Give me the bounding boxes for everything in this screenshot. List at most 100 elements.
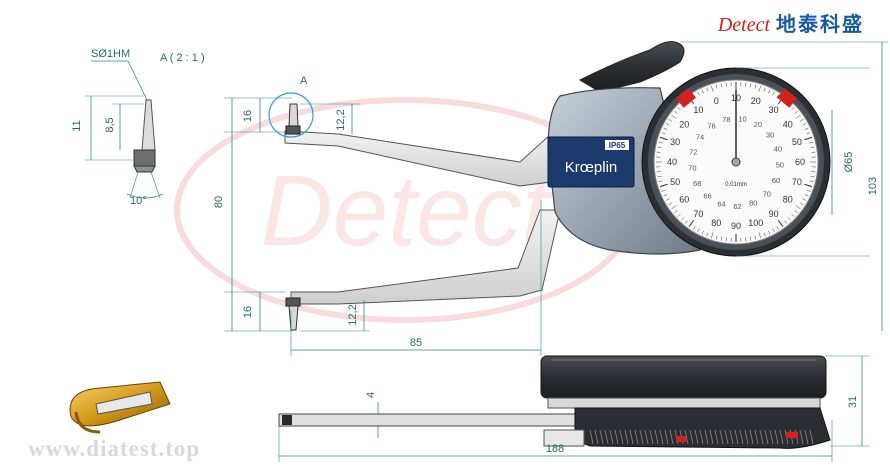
dial-tick bbox=[684, 220, 688, 224]
dial-tick bbox=[787, 217, 791, 221]
dial-inner-label: 76 bbox=[707, 121, 715, 130]
knurl-line bbox=[694, 429, 699, 445]
dial-outer-label: 80 bbox=[711, 218, 721, 228]
body-thickness-dim: 31 bbox=[847, 396, 859, 408]
dial-outer-label: 30 bbox=[670, 137, 680, 147]
dial-tick bbox=[659, 183, 668, 188]
lower-contact-tip bbox=[288, 305, 299, 331]
dial-outer-label: 60 bbox=[679, 195, 689, 205]
knurl-line bbox=[724, 429, 729, 445]
dial-inner-label: 40 bbox=[774, 144, 782, 153]
upper-jaw-reach-dim: 12,2 bbox=[335, 109, 347, 130]
dial-outer-label: 60 bbox=[795, 157, 805, 167]
dial-tick bbox=[711, 85, 714, 92]
knurl-line bbox=[614, 429, 619, 445]
dial-tick bbox=[772, 91, 775, 96]
dial-tick bbox=[658, 180, 663, 183]
dial-tick bbox=[800, 202, 804, 206]
dial-outer-label: 70 bbox=[792, 177, 802, 187]
dial-tick bbox=[720, 236, 723, 241]
contact-insert-thumbnail bbox=[69, 381, 171, 434]
dial-tick bbox=[800, 118, 804, 122]
knurl-line bbox=[684, 429, 689, 445]
dial-unit: 0.01mm bbox=[725, 182, 747, 188]
dial-tick bbox=[795, 205, 801, 210]
dial-tick bbox=[745, 82, 747, 87]
tip-taper-dim: 8,5 bbox=[104, 117, 116, 132]
detail-marker: A bbox=[300, 75, 308, 87]
front-dimensions: 16 12,2 80 16 12,2 85 Ø6 bbox=[213, 41, 888, 356]
knurl-line bbox=[729, 429, 734, 445]
knurl-line bbox=[599, 429, 604, 445]
dial-tick bbox=[657, 146, 662, 149]
knurl-line bbox=[704, 429, 709, 445]
knurl-line bbox=[764, 429, 769, 445]
knurl-line bbox=[594, 429, 599, 445]
knurl-line bbox=[649, 429, 654, 445]
tip-angle-dim: 10° bbox=[130, 195, 147, 207]
dial-tick bbox=[811, 151, 816, 153]
lower-jaw-height-dim: 16 bbox=[242, 306, 254, 318]
knurl-line bbox=[799, 429, 804, 445]
dial-inner-label: 30 bbox=[766, 130, 774, 139]
dial-tick bbox=[791, 107, 795, 111]
dial-tick bbox=[697, 91, 700, 96]
knurl-line bbox=[714, 429, 719, 445]
knurl-line bbox=[734, 429, 739, 445]
dial-tick bbox=[745, 237, 747, 242]
dial-tick bbox=[784, 220, 788, 224]
dial-outer-label: 20 bbox=[679, 119, 689, 129]
dial-tick bbox=[772, 228, 775, 233]
tip-detail: SØ1HM A ( 2 : 1 ) 11 8,5 10° bbox=[71, 48, 205, 207]
side-arm bbox=[278, 413, 580, 427]
thickness-dim: 4 bbox=[365, 392, 377, 398]
dial-tick bbox=[701, 89, 704, 94]
dial-inner-label: 20 bbox=[754, 120, 762, 129]
depth-dim: 85 bbox=[410, 337, 422, 349]
dial-tick bbox=[711, 232, 714, 239]
knurl-line bbox=[749, 429, 754, 445]
dial-tick bbox=[802, 198, 807, 201]
dial-tick bbox=[776, 94, 780, 98]
knurl-line bbox=[609, 429, 614, 445]
dial-outer-label: 20 bbox=[751, 96, 761, 106]
dial-tick bbox=[657, 175, 662, 178]
measuring-range-dim: 80 bbox=[213, 196, 225, 208]
dial-outer-label: 10 bbox=[693, 105, 703, 115]
dial-inner-label: 70 bbox=[763, 189, 771, 198]
dial-tick bbox=[754, 84, 757, 89]
dial-outer-label: 90 bbox=[731, 221, 741, 231]
dial-ticks bbox=[656, 82, 816, 242]
dial-tick bbox=[804, 127, 809, 130]
brand-chinese: 地泰科盛 bbox=[776, 14, 864, 36]
knurl-line bbox=[699, 429, 704, 445]
dial-outer-label: 50 bbox=[792, 137, 802, 147]
dial-tick bbox=[656, 171, 661, 173]
dial-tick bbox=[794, 210, 798, 214]
dial-inner-label: 60 bbox=[772, 176, 780, 185]
dial-tick bbox=[809, 141, 814, 144]
dial-tick bbox=[674, 110, 678, 114]
knurl-line bbox=[804, 429, 809, 445]
knurl-line bbox=[709, 429, 714, 445]
probe-needle bbox=[141, 99, 156, 151]
dial-tick bbox=[681, 217, 685, 221]
dial-outer-label: 50 bbox=[670, 177, 680, 187]
scale-label: A ( 2 : 1 ) bbox=[160, 52, 205, 64]
dial-outer-label: 40 bbox=[667, 157, 677, 167]
dial-tick bbox=[811, 171, 816, 173]
probe-base bbox=[133, 149, 156, 167]
knurl-line bbox=[809, 429, 814, 445]
dial-tick bbox=[658, 141, 663, 144]
lower-jaw-reach-dim: 12,2 bbox=[347, 304, 359, 325]
dial-inner-label: 62 bbox=[733, 202, 741, 211]
dial-tick bbox=[663, 194, 668, 197]
dial-tick bbox=[674, 210, 678, 214]
dial-tick bbox=[804, 183, 813, 188]
dial-inner-label: 80 bbox=[749, 198, 757, 207]
knurl-line bbox=[719, 429, 724, 445]
dial-inner-label: 50 bbox=[776, 161, 784, 170]
